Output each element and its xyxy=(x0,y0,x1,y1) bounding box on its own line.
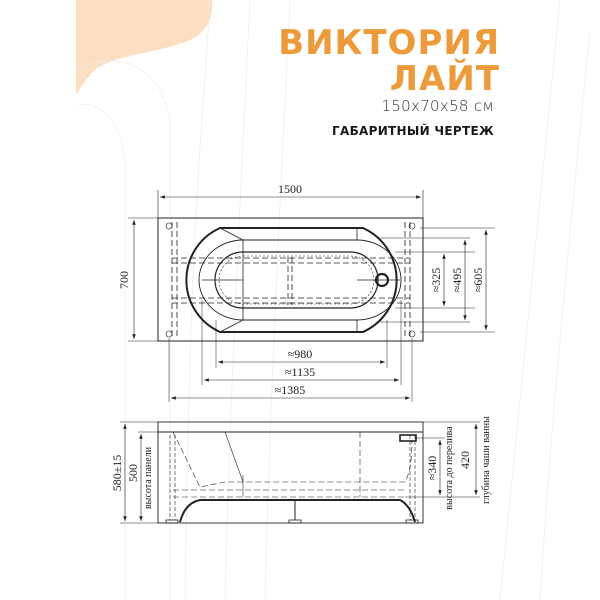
dim-overflow-height: ≈340 xyxy=(425,456,439,481)
dim-mid-length: ≈1135 xyxy=(285,365,315,379)
section-label: ГАБАРИТНЫЙ ЧЕРТЕЖ xyxy=(332,124,494,138)
dim-overall-width: 700 xyxy=(117,271,131,289)
side-view xyxy=(120,421,480,524)
plan-view xyxy=(128,190,495,402)
dim-width-inner: ≈325 xyxy=(429,268,443,293)
product-dimensions: 150x70x58 см xyxy=(381,97,494,115)
product-title-line1: ВИКТОРИЯ xyxy=(278,23,500,63)
label-panel-height: высота панели xyxy=(143,446,154,509)
label-overflow-height: высота до перелива xyxy=(444,426,455,510)
label-bowl-depth: глубина чаши ванны xyxy=(481,416,492,504)
overflow-icon xyxy=(399,434,417,442)
dim-overall-length: 1500 xyxy=(278,182,302,196)
dim-total-height: 580±15 xyxy=(110,455,124,492)
dim-width-mid: ≈495 xyxy=(450,268,464,293)
product-title-line2: ЛАЙТ xyxy=(389,59,500,99)
decor-blob xyxy=(76,0,213,95)
dim-inner-length: ≈980 xyxy=(288,347,313,361)
dim-panel-height: 500 xyxy=(126,464,140,482)
dim-width-outer: ≈605 xyxy=(471,268,485,293)
dim-bowl-depth: 420 xyxy=(458,451,472,469)
dim-outer-length: ≈1385 xyxy=(275,383,306,397)
drain-icon xyxy=(374,272,390,288)
